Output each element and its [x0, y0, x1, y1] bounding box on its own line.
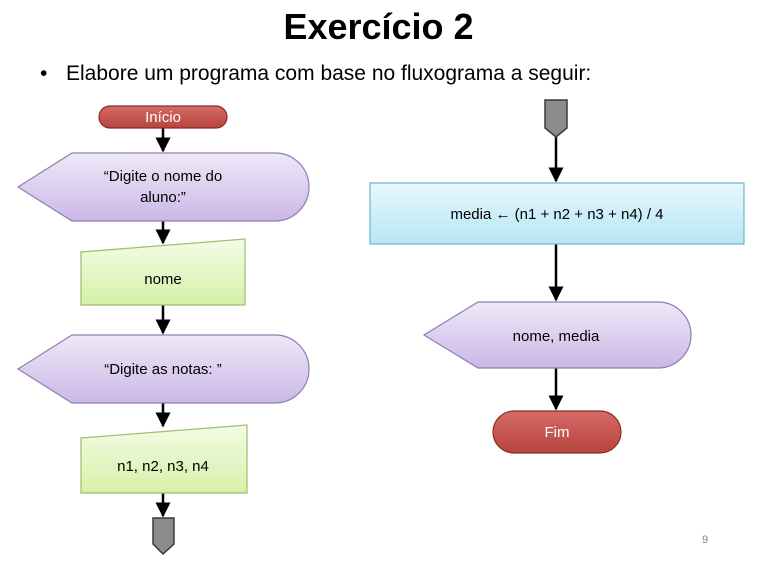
end-label: Fim: [545, 424, 570, 441]
start-label: Início: [145, 109, 181, 126]
input-name-label: nome: [144, 271, 182, 288]
display-output-label: nome, media: [513, 328, 600, 345]
display-output: nome, media: [422, 301, 692, 369]
start-terminal: Início: [98, 105, 228, 129]
input-grades: n1, n2, n3, n4: [80, 424, 248, 494]
slide-title: Exercício 2: [283, 6, 474, 47]
page-number: 9: [702, 534, 709, 546]
display-prompt-name-line2: aluno:”: [140, 189, 186, 206]
process-average-label: media ← (n1 + n2 + n3 + n4) / 4: [450, 206, 663, 223]
display-prompt-grades-label: “Digite as notas: ”: [104, 361, 222, 378]
offpage-connector-in-icon: [544, 99, 568, 138]
instruction-text: Elabore um programa com base no fluxogra…: [66, 62, 592, 85]
process-average: media ← (n1 + n2 + n3 + n4) / 4: [369, 182, 745, 245]
instruction-bullet: • Elabore um programa com base no fluxogr…: [40, 62, 591, 86]
input-grades-label: n1, n2, n3, n4: [117, 458, 209, 475]
display-prompt-grades: “Digite as notas: ”: [16, 334, 310, 404]
input-name: nome: [80, 238, 246, 306]
bullet-dot-icon: •: [40, 62, 48, 85]
display-prompt-name: “Digite o nome do aluno:”: [16, 152, 310, 222]
offpage-connector-out-icon: [152, 517, 175, 556]
end-terminal: Fim: [492, 410, 622, 454]
display-prompt-name-line1: “Digite o nome do: [104, 168, 222, 185]
